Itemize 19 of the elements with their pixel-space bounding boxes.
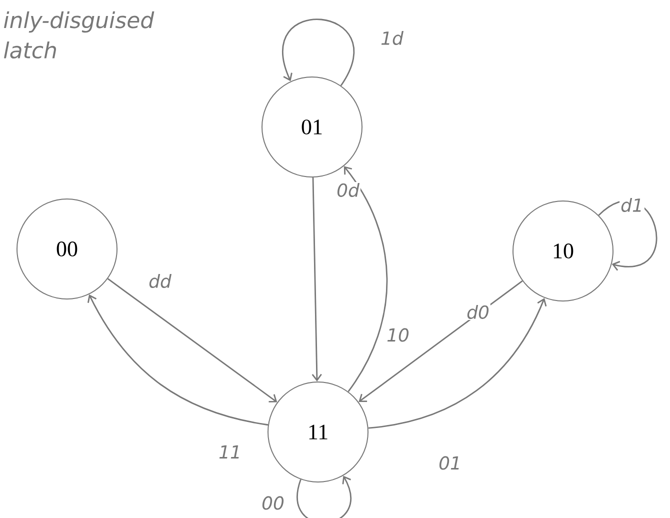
note-text: latch	[4, 41, 56, 58]
edge-label: 1d	[380, 30, 404, 46]
transition-arrow	[87, 294, 268, 426]
transition-arrow	[296, 476, 352, 518]
edge-label: 11	[218, 444, 242, 460]
edge-label: d1	[620, 197, 644, 213]
edge-label: 10	[386, 327, 410, 343]
transition-arrow	[358, 280, 523, 402]
edge-label: 00	[260, 495, 286, 511]
transition-arrow	[368, 298, 547, 429]
transition-arrow	[312, 177, 322, 382]
edge-label: d0	[466, 304, 490, 320]
edge-label: 01	[438, 455, 462, 471]
edge-label: dd	[148, 273, 172, 289]
transition-arrow	[282, 18, 354, 86]
edge-label: 0d	[336, 182, 360, 198]
transition-arrow	[344, 166, 388, 392]
note-text: inly-disguised	[4, 11, 154, 33]
transition-arrow	[107, 278, 278, 402]
